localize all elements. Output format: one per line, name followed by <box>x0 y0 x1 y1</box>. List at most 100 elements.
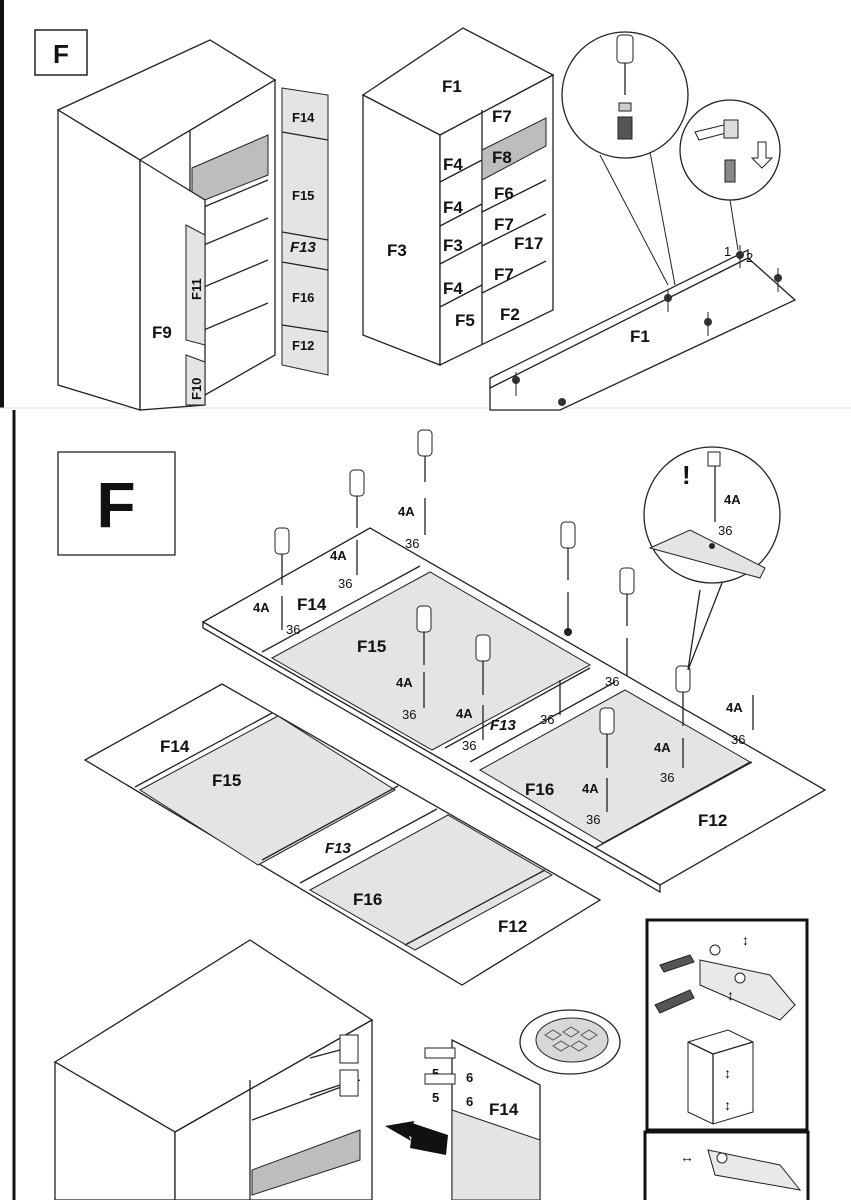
right-cabinet: F1 F3 F4 F4 F3 F4 F5 F7 F8 F6 F7 F17 F7 … <box>361 27 555 367</box>
step-marker-top: F <box>53 39 69 69</box>
lower-label-f15: F15 <box>212 771 241 790</box>
hinge-adjust-box-2: ↔ <box>643 1130 810 1200</box>
hinge-door: F14 5 6 5 6 <box>424 1038 541 1200</box>
code-36-1: 36 <box>405 536 419 551</box>
part-f14-top: F14 <box>292 110 315 125</box>
code-4a-5: 4A <box>456 706 473 721</box>
part-f15-top: F15 <box>292 188 314 203</box>
code-36-11: 36 <box>540 712 554 727</box>
step-marker-main: F <box>96 469 135 541</box>
upper-door: F14 F15 F13 F16 F12 <box>201 527 827 894</box>
code-36-3: 36 <box>286 622 300 637</box>
warning-mark: ! <box>682 460 691 490</box>
code-4a-detail: 4A <box>724 492 741 507</box>
screwdriver-4: 4A 36 <box>396 605 432 722</box>
code-36-9: 36 <box>586 812 600 827</box>
detail-circle-cam-lock <box>679 99 781 251</box>
screwdriver-9: 4A 36 <box>582 707 615 827</box>
hinge-adjust-box: ↕ ↕ ↕ ↕ <box>645 918 809 1132</box>
lower-label-f12: F12 <box>498 917 527 936</box>
hw-num-1: 1 <box>724 244 731 259</box>
shelf-label-right-4: F17 <box>514 234 543 253</box>
upper-label-f15: F15 <box>357 637 386 656</box>
step-marker-box-main <box>57 451 176 556</box>
code-36-10: 36 <box>731 732 745 747</box>
lower-label-f14: F14 <box>160 737 190 756</box>
code-4a-3: 4A <box>253 600 270 615</box>
shelf-label-left-0: F4 <box>443 155 463 174</box>
detail-circle-screw <box>561 31 689 286</box>
screwdriver-2: 4A 36 <box>330 469 365 591</box>
code-4a-10: 4A <box>726 700 743 715</box>
adjust-arrow-5: ↔ <box>680 1149 694 1165</box>
door-label-f11: F11 <box>189 278 204 300</box>
shelf-label-right-5: F7 <box>494 265 514 284</box>
screwdriver-8: 4A 36 <box>654 665 691 785</box>
screwdriver-group: 4A 36 4A 36 4A 36 4A <box>253 429 754 827</box>
part-f13-top: F13 <box>290 239 317 256</box>
shelf-label-left-3: F4 <box>443 279 463 298</box>
shelf-label-left-1: F4 <box>443 198 463 217</box>
screwdriver-3: 4A 36 <box>253 527 300 637</box>
lower-door: F14 F15 F13 F16 F12 <box>83 683 602 986</box>
shelf-label-right-0: F7 <box>492 107 512 126</box>
top-board-label: F1 <box>630 327 650 346</box>
door-label-f10: F10 <box>189 378 204 400</box>
hinge-mounts <box>309 1034 359 1097</box>
shelf-label-right-3: F7 <box>494 215 514 234</box>
shelf-label-right-6: F2 <box>500 305 520 324</box>
hinge-num-3: 6 <box>466 1094 473 1109</box>
screw-mid: 36 <box>540 680 561 727</box>
code-4a-9: 4A <box>582 781 599 796</box>
screwdriver-6 <box>560 521 576 636</box>
code-4a-1: 4A <box>398 504 415 519</box>
code-36-detail: 36 <box>718 523 732 538</box>
shelf-label-left-4: F5 <box>455 311 475 330</box>
adjust-arrow-3: ↕ <box>724 1065 731 1081</box>
code-36-7: 36 <box>605 674 619 689</box>
left-cabinet: F9 F11 F10 <box>56 39 277 411</box>
adjust-arrow-1: ↕ <box>742 932 749 948</box>
upper-label-f12: F12 <box>698 811 727 830</box>
code-36-2: 36 <box>338 576 352 591</box>
warning-detail: ! 4A 36 <box>643 446 781 671</box>
shelf-label-right-2: F6 <box>494 184 514 203</box>
adjust-arrow-4: ↕ <box>724 1097 731 1113</box>
part-f12-top: F12 <box>292 338 314 353</box>
upper-label-f16: F16 <box>525 780 554 799</box>
hardware-pair: 1 2 <box>512 244 782 406</box>
adjust-arrow-2: ↕ <box>727 987 734 1003</box>
screw-right: 4A 36 <box>726 695 754 747</box>
shelf-label-left-2: F3 <box>443 236 463 255</box>
hinge-num-2: 5 <box>432 1090 439 1105</box>
code-4a-2: 4A <box>330 548 347 563</box>
top-board: F1 1 2 <box>489 244 797 411</box>
code-4a-4: 4A <box>396 675 413 690</box>
hw-num-2: 2 <box>746 250 753 265</box>
hinge-cabinet <box>53 939 374 1200</box>
honeycomb-detail <box>519 1009 621 1075</box>
hinge-door-label: F14 <box>489 1100 519 1119</box>
screwdriver-7: 36 <box>605 567 635 689</box>
lower-label-f16: F16 <box>353 890 382 909</box>
code-36-5: 36 <box>462 738 476 753</box>
code-36-4: 36 <box>402 707 416 722</box>
door-assembly: F F14 F15 F13 F16 F12 F14 <box>12 410 827 1200</box>
right-cabinet-top-label: F1 <box>442 77 462 96</box>
left-cabinet-side-label: F9 <box>152 323 172 342</box>
right-cabinet-side-label: F3 <box>387 241 407 260</box>
code-36-8: 36 <box>660 770 674 785</box>
lower-label-f13: F13 <box>325 840 352 857</box>
shelf-label-right-1: F8 <box>492 148 512 167</box>
top-overview: F F9 F11 F10 F14 <box>0 0 851 411</box>
code-4a-8: 4A <box>654 740 671 755</box>
hinge-step: F14 5 6 5 6 ↕ ↕ ↕ <box>53 918 810 1200</box>
door-parts-column: F14 F15 F13 F16 F12 <box>281 87 329 376</box>
part-f16-top: F16 <box>292 290 314 305</box>
hinge-num-1: 6 <box>466 1070 473 1085</box>
screwdriver-5: 4A 36 <box>456 634 491 753</box>
step-marker-box-top <box>34 29 88 76</box>
upper-label-f13: F13 <box>490 717 517 734</box>
upper-label-f14: F14 <box>297 595 327 614</box>
